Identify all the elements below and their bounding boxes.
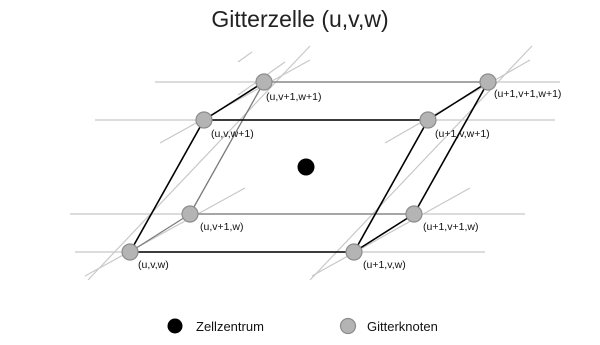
- edge: [413, 81, 489, 215]
- diagram-title: Gitterzelle (u,v,w): [211, 6, 389, 32]
- edge: [427, 81, 489, 121]
- edge: [353, 213, 415, 253]
- legend-center-marker: [167, 318, 183, 334]
- edge: [203, 81, 265, 121]
- grid-line: [87, 45, 311, 281]
- edge: [129, 119, 205, 253]
- grid-line: [84, 187, 246, 277]
- legend: Zellzentrum Gitterknoten: [167, 317, 438, 335]
- edge: [189, 81, 265, 215]
- node-u1-v-w1: [419, 111, 437, 129]
- grid-line: [159, 59, 311, 144]
- grid-line: [311, 187, 471, 277]
- node-label: (u+1,v+1,w): [423, 221, 478, 233]
- cell-center-dot: [297, 158, 315, 176]
- node-label: (u,v,w): [138, 259, 169, 271]
- grid-line: [237, 51, 253, 63]
- edge: [129, 213, 191, 253]
- node-label: (u+1,v,w+1): [435, 128, 490, 140]
- legend-center-label: Zellzentrum: [196, 319, 264, 334]
- node-label: (u+1,v+1,w+1): [494, 88, 561, 100]
- grid-lines: [70, 45, 560, 281]
- node-label: (u,v+1,w+1): [266, 91, 321, 103]
- edge: [353, 119, 429, 253]
- node-label: (u,v,w+1): [211, 128, 254, 140]
- node-u1-v1-w: [405, 205, 423, 223]
- node-u-v1-w: [181, 205, 199, 223]
- node-label: (u,v+1,w): [200, 221, 243, 233]
- node-label: (u+1,v,w): [363, 259, 406, 271]
- node-u1-v1-w1: [479, 73, 497, 91]
- node-u-v-w: [121, 243, 139, 261]
- legend-node-label: Gitterknoten: [367, 319, 438, 334]
- node-u-v1-w1: [255, 73, 273, 91]
- hidden-edges: [129, 81, 488, 253]
- grid-line: [309, 45, 533, 281]
- node-u1-v-w: [345, 243, 363, 261]
- visible-edges: [129, 81, 489, 253]
- lattice-nodes: [121, 73, 497, 261]
- node-u-v-w1: [195, 111, 213, 129]
- legend-node-marker: [339, 317, 357, 335]
